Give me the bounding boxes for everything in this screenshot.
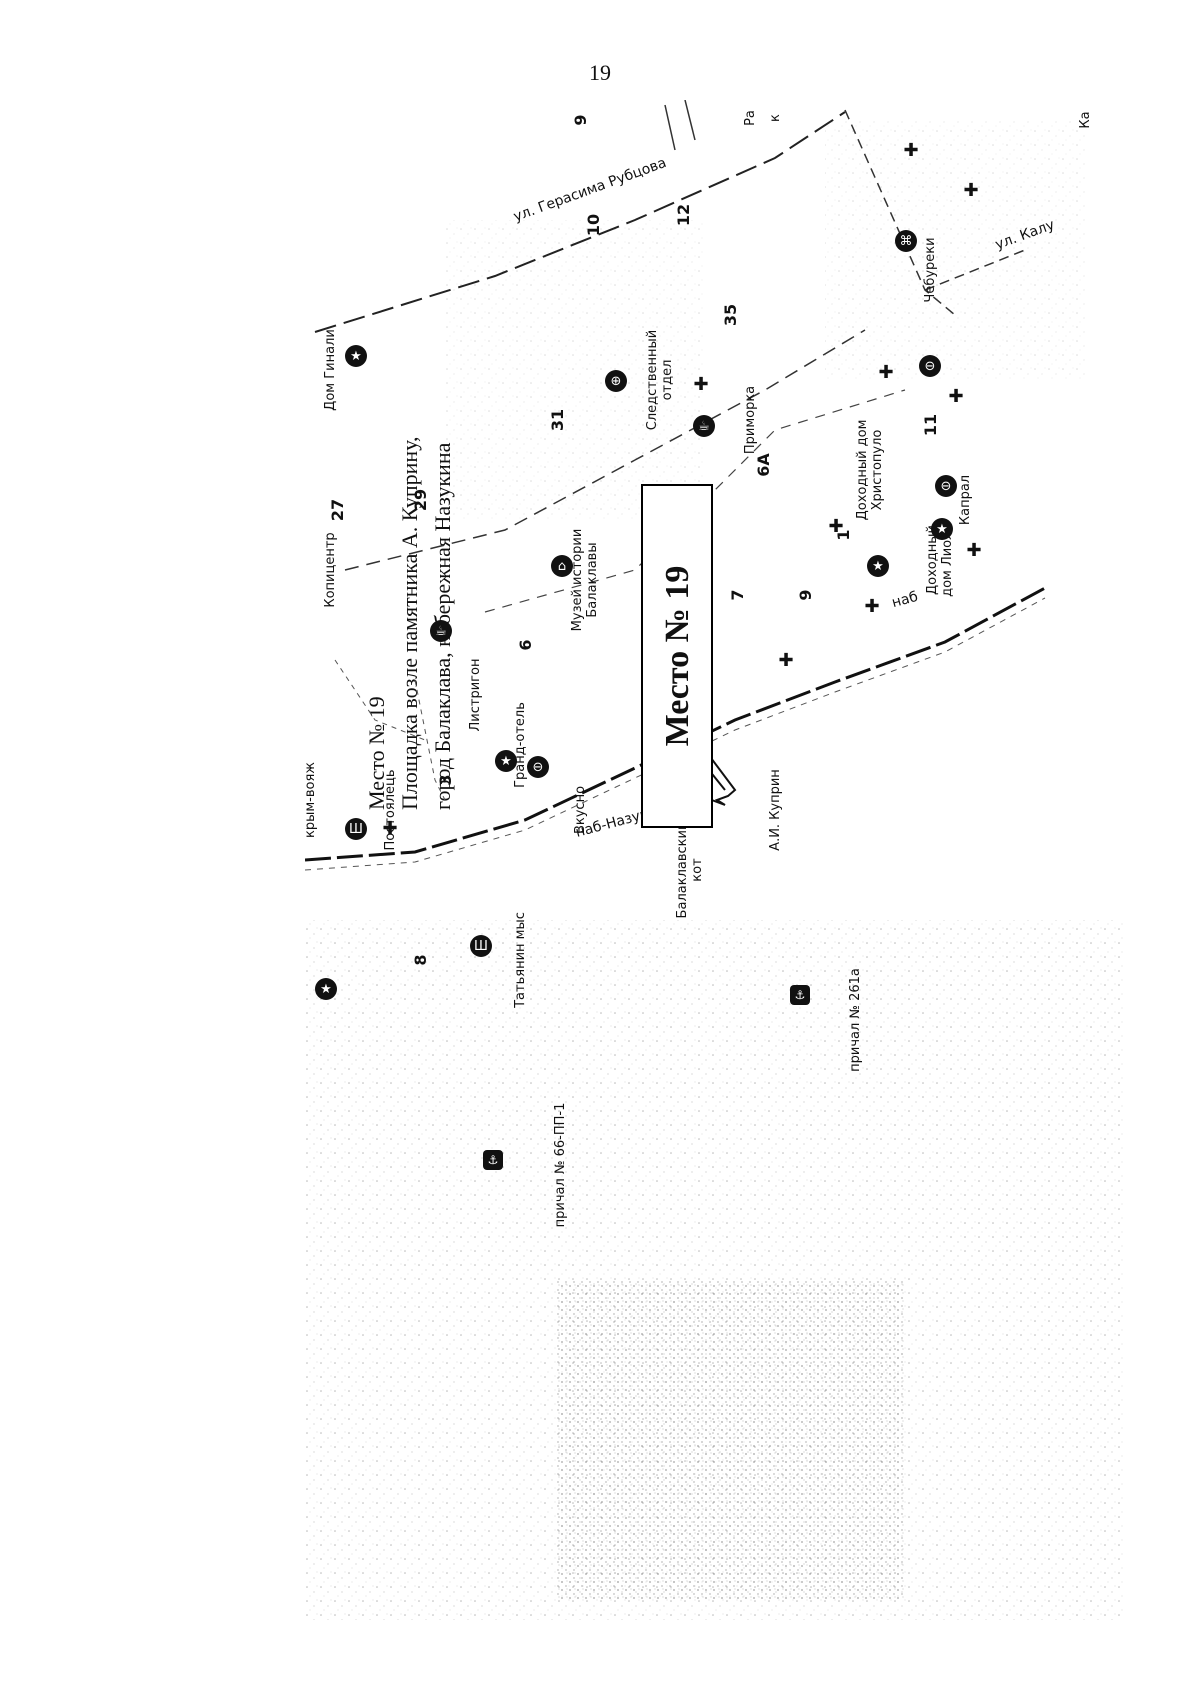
street-rubtsova [314,111,846,333]
house-35: 35 [720,303,740,327]
label-krym-voyazh: крым-вояж [302,762,318,839]
restaurant-icon: Ш [470,935,492,957]
map-area: ул. Герасима Рубцова наб-Назукина наб ул… [303,100,1125,1620]
water-area-dark [555,1280,905,1600]
label-vkusno: Вкусно [572,785,588,835]
label-prichal-261a: причал № 261а [847,968,863,1072]
house-8: 8 [410,954,430,966]
restaurant-icon: ⊖ [919,355,941,377]
pharmacy-icon: ✚ [948,386,964,407]
house-6: 6 [515,639,535,651]
label-grandhotel: Гранд-отель [512,702,528,788]
star-icon: ★ [345,345,367,367]
label-sledstvenny-otdel: Следственный отдел [645,329,675,431]
label-khristopulo: Доходный дом Христопуло [855,419,885,521]
anchor-icon: ⚓ [790,985,810,1005]
block-shading [445,220,705,520]
house-12: 12 [673,203,693,227]
house-11: 11 [920,413,940,437]
house-9b: 9 [795,589,815,601]
map-graphics [305,100,1125,1620]
house-3: 3 [435,774,455,786]
label-primorka: Приморка [742,385,758,455]
police-icon: ⊕ [605,370,627,392]
block-shading-2 [825,120,1085,380]
pharmacy-icon: ✚ [903,140,919,161]
pharmacy-icon: ✚ [966,540,982,561]
star-icon: ★ [495,750,517,772]
street-ra [664,104,676,151]
house-10: 10 [583,213,603,237]
label-lioli: Доходный дом Лиоли [925,523,955,597]
pharmacy-icon: ✚ [382,818,398,839]
block-outline-2 [414,679,446,801]
label-listrigon: Листригон [467,658,483,732]
star-icon: ★ [315,978,337,1000]
pharmacy-icon: ✚ [693,374,709,395]
label-postoyalets: Постоялець [382,769,398,851]
street-kalu [924,249,1026,291]
street-ra-2 [684,100,696,141]
house-7: 7 [727,589,747,601]
pharmacy-icon: ✚ [878,362,894,383]
house-9: 9 [570,114,590,126]
label-muzey: Музей истории Балаклавы [570,528,600,632]
anchor-icon: ⚓ [483,1150,503,1170]
restaurant-icon: ⊖ [527,756,549,778]
house-31: 31 [547,408,567,432]
cafe-icon: ☕ [693,415,715,437]
label-kuprin: А.И. Куприн [767,769,783,851]
star-icon: ★ [867,555,889,577]
label-prichal-66: причал № 66-ПП-1 [552,1102,568,1228]
pharmacy-icon: ✚ [828,516,844,537]
house-29: 29 [410,488,430,512]
place-19-box: Место № 19 [641,484,713,828]
restaurant-icon: Ш [345,818,367,840]
pharmacy-icon: ✚ [864,596,880,617]
restaurant-icon: ⌘ [895,230,917,252]
label-dom-ginali: Дом Гинали [322,329,338,411]
label-kopicentr: Копицентр [322,532,338,608]
museum-icon: ⌂ [551,555,573,577]
pharmacy-icon: ✚ [778,650,794,671]
pharmacy-icon: ✚ [963,180,979,201]
label-cheburek: Чебуреки [922,237,938,303]
cafe-icon: ☕ [430,620,452,642]
street-inner-1 [344,329,866,571]
restaurant-icon: ⊖ [935,475,957,497]
label-tatyanin-mys: Татьянин мыс [512,912,528,1008]
page-number: 19 [589,60,611,85]
street-label-ka: Ка [1077,111,1093,129]
star-icon: ★ [931,518,953,540]
block-outline [334,659,426,741]
street-label-k: к [767,114,783,122]
